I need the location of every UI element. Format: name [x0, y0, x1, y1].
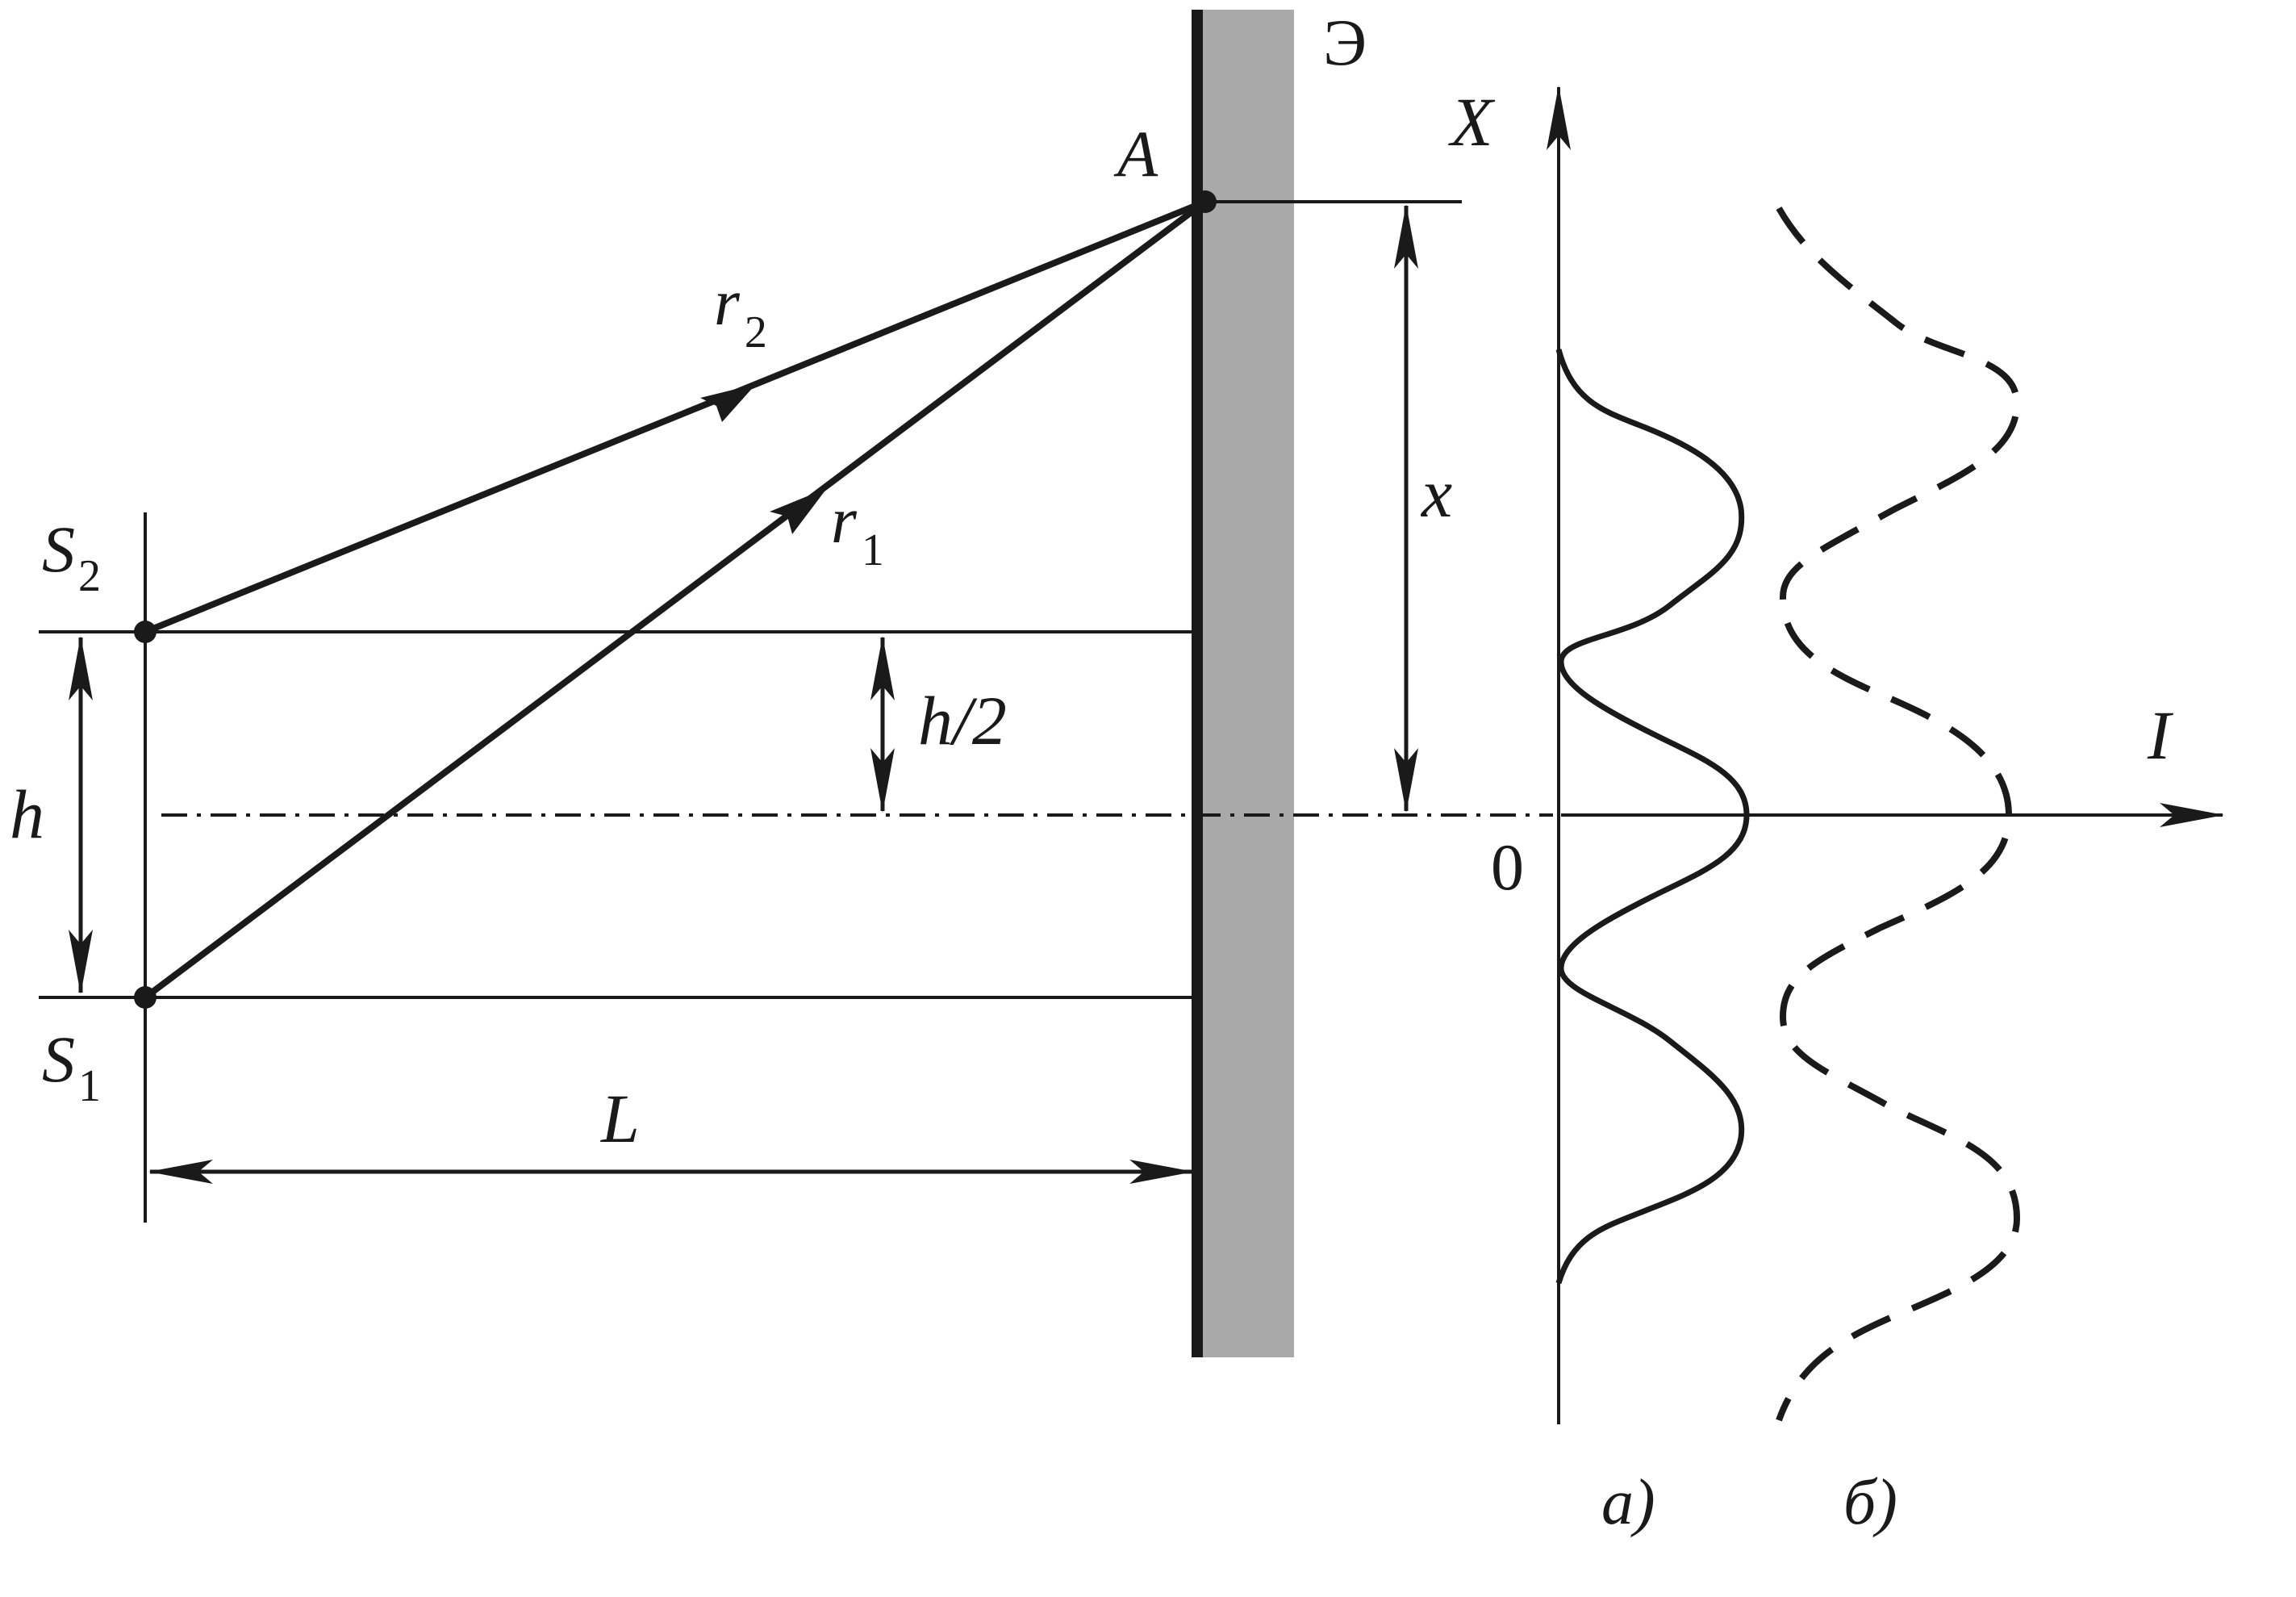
point-s1 [134, 986, 157, 1009]
caption-a: a) [1601, 1467, 1655, 1538]
dim-x-label: x [1420, 454, 1452, 532]
dim-h-label: h [10, 776, 44, 853]
intensity-axis-label: I [2147, 696, 2173, 774]
source-s1-label: S1 [42, 1022, 101, 1111]
point-a [1194, 190, 1217, 213]
dim-l-label: L [599, 1080, 640, 1157]
dim-h-half-label: h/2 [918, 682, 1007, 759]
screen-panel [1197, 10, 1294, 1357]
caption-b: б) [1843, 1467, 1897, 1538]
ray-r1-arrowhead [770, 488, 827, 534]
ray-r2 [144, 199, 1207, 635]
point-s2 [134, 621, 157, 643]
ray-r2-arrowhead [700, 384, 756, 422]
ray-r1 [143, 199, 1208, 1001]
screen-label: Э [1323, 6, 1367, 79]
intensity-curve-b [1776, 207, 2021, 1422]
intensity-curve-a [1555, 349, 1750, 1285]
x-axis-label: X [1448, 83, 1496, 161]
source-s2-label: S2 [42, 512, 101, 601]
origin-label: 0 [1491, 830, 1524, 904]
point-a-label: A [1113, 117, 1158, 190]
